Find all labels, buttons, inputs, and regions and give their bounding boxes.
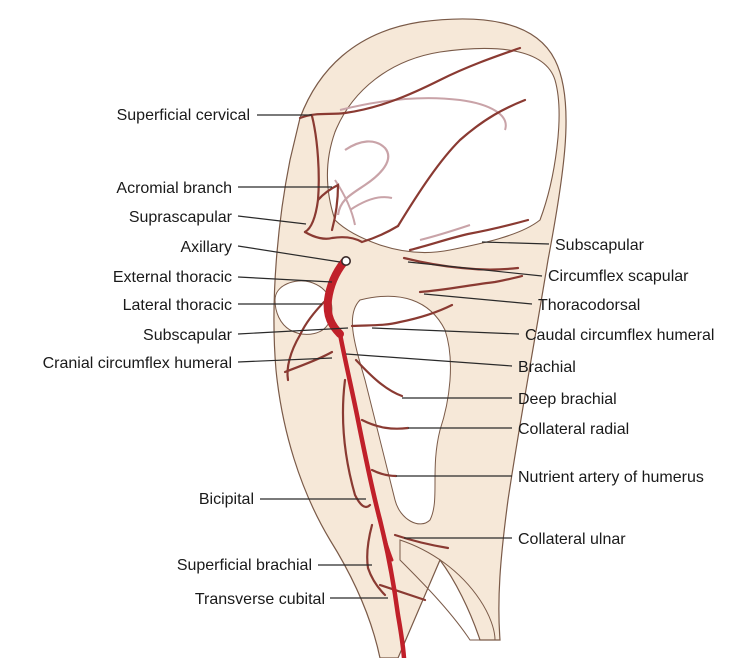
leader-line <box>345 353 513 367</box>
deep-vessel <box>339 97 507 131</box>
label-brachial: Brachial <box>345 353 576 376</box>
collateral-radial-vessel <box>360 418 410 430</box>
label-superficial-cervical: Superficial cervical <box>117 107 312 124</box>
acromial-branch-vessel <box>316 183 340 232</box>
label-caudal-circumflex-humeral: Caudal circumflex humeral <box>371 327 714 344</box>
label-text: Thoracodorsal <box>538 297 640 314</box>
leader-line <box>423 293 533 305</box>
label-lateral-thoracic: Lateral thoracic <box>123 297 322 314</box>
label-text: Nutrient artery of humerus <box>518 469 704 486</box>
label-text: Subscapular <box>143 327 233 344</box>
label-circumflex-scapular: Circumflex scapular <box>407 261 689 285</box>
label-nutrient-artery-of-humerus: Nutrient artery of humerus <box>396 469 704 486</box>
leader-line <box>237 245 341 263</box>
leader-line <box>371 327 520 335</box>
scapula-blade <box>326 47 560 254</box>
cranial-circumflex-humeral-vessel <box>283 350 334 374</box>
subscapular-vessel <box>408 218 530 252</box>
label-text: Axillary <box>180 239 232 256</box>
label-text: Superficial brachial <box>177 557 312 574</box>
label-superficial-brachial: Superficial brachial <box>177 557 372 574</box>
label-transverse-cubital: Transverse cubital <box>195 591 388 608</box>
subscapular-trunk <box>396 98 527 228</box>
label-subscapular-left: Subscapular <box>143 327 349 344</box>
label-thoracodorsal: Thoracodorsal <box>423 293 640 314</box>
transverse-cubital-vessel <box>378 583 427 602</box>
deep-vessels <box>334 97 507 241</box>
label-text: Bicipital <box>199 491 254 508</box>
deep-vessel <box>349 196 393 211</box>
humerus-outline <box>351 295 451 525</box>
limb-illustration <box>273 18 567 658</box>
label-collateral-radial: Collateral radial <box>408 421 629 438</box>
suprascapular-vessel <box>303 224 400 244</box>
forearm-outline <box>399 539 496 641</box>
label-external-thoracic: External thoracic <box>113 269 333 286</box>
label-text: Circumflex scapular <box>548 268 689 285</box>
label-bicipital: Bicipital <box>199 491 366 508</box>
superficial-brachial-vessel <box>366 523 387 597</box>
leader-line <box>237 215 307 225</box>
deep-vessel <box>419 224 471 241</box>
label-text: Collateral ulnar <box>518 531 626 548</box>
label-axillary: Axillary <box>180 239 341 263</box>
thoracodorsal-vessel <box>418 274 524 294</box>
label-text: External thoracic <box>113 269 232 286</box>
label-collateral-ulnar: Collateral ulnar <box>404 531 626 548</box>
label-text: Subscapular <box>555 237 645 254</box>
leader-line <box>481 241 550 245</box>
deep-vessel <box>334 179 356 226</box>
label-text: Suprascapular <box>129 209 233 226</box>
label-text: Caudal circumflex humeral <box>525 327 714 344</box>
bicipital-vessel <box>341 378 372 509</box>
label-suprascapular: Suprascapular <box>129 209 307 226</box>
label-text: Deep brachial <box>518 391 617 408</box>
label-subscapular-right: Subscapular <box>481 237 645 254</box>
deep-brachial-vessel <box>354 358 404 398</box>
axillary-artery <box>323 258 348 338</box>
superficial-cervical-vessel <box>298 46 522 120</box>
caudal-circumflex-humeral-vessel <box>350 303 454 328</box>
left-labels: Superficial cervical Acromial branch Sup… <box>43 107 388 608</box>
label-cranial-circumflex-humeral: Cranial circumflex humeral <box>43 355 333 372</box>
superficial-brachial-branch <box>376 513 394 562</box>
nutrient-artery-vessel <box>370 468 398 478</box>
label-text: Acromial branch <box>116 180 232 197</box>
label-text: Transverse cubital <box>195 591 325 608</box>
label-text: Superficial cervical <box>117 107 250 124</box>
label-acromial-branch: Acromial branch <box>116 180 332 197</box>
label-text: Brachial <box>518 359 576 376</box>
right-labels: Subscapular Circumflex scapular Thoracod… <box>345 237 714 548</box>
collateral-ulnar-vessel <box>393 533 450 550</box>
label-text: Lateral thoracic <box>123 297 232 314</box>
leader-line <box>237 327 349 335</box>
leader-line <box>407 261 543 277</box>
label-text: Collateral radial <box>518 421 629 438</box>
label-deep-brachial: Deep brachial <box>402 391 617 408</box>
leader-line <box>237 357 333 363</box>
leader-line <box>237 276 333 283</box>
main-artery <box>323 255 407 658</box>
label-text: Cranial circumflex humeral <box>43 355 232 372</box>
lateral-thoracic-vessel <box>286 298 328 382</box>
axillary-origin <box>340 255 351 266</box>
